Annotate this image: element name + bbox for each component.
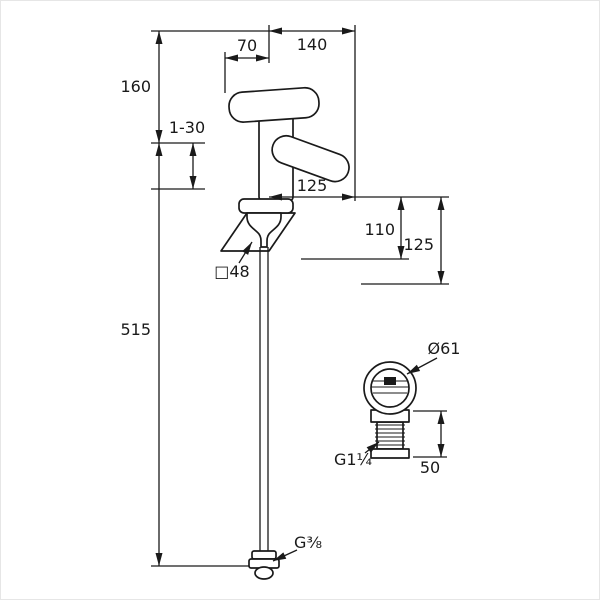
leader-g3-8	[272, 549, 298, 562]
faucet-lever-handle	[228, 86, 320, 123]
label-110: 110	[364, 220, 395, 239]
label-50: 50	[420, 458, 440, 477]
label-g1-14: G1¼	[334, 450, 372, 469]
leader-square-48	[238, 241, 253, 264]
drain-cap-logo-mark	[384, 377, 396, 385]
label-515: 515	[120, 320, 151, 339]
drain-thread-lines	[375, 424, 405, 446]
label-70: 70	[237, 36, 257, 55]
pipe-end-collar	[251, 550, 277, 560]
drain-cap-inner	[370, 368, 410, 408]
label-160: 160	[120, 77, 151, 96]
pipe-end-connector	[254, 566, 274, 580]
dimension-labels: 70 140 160 1-30 125 110 125 □48 515 Ø61 …	[120, 35, 460, 552]
drain-bottom-flange	[370, 448, 410, 459]
label-125-height: 125	[403, 235, 434, 254]
leader-g1-14	[364, 441, 380, 454]
label-square-48: □48	[214, 262, 249, 281]
leader-diameter-61	[406, 357, 438, 375]
label-125-reach: 125	[297, 176, 328, 195]
faucet-base-connector	[246, 212, 282, 248]
faucet-base-plate	[238, 198, 294, 214]
faucet-outline	[220, 86, 350, 580]
drain-valve	[363, 361, 417, 459]
label-1-30: 1-30	[169, 118, 205, 137]
label-g3-8: G⅜	[294, 533, 322, 552]
label-140: 140	[297, 35, 328, 54]
faucet-spout	[271, 134, 350, 183]
dimension-lines	[151, 25, 449, 567]
label-diameter-61: Ø61	[428, 339, 461, 358]
drain-cap-detail	[371, 377, 409, 394]
